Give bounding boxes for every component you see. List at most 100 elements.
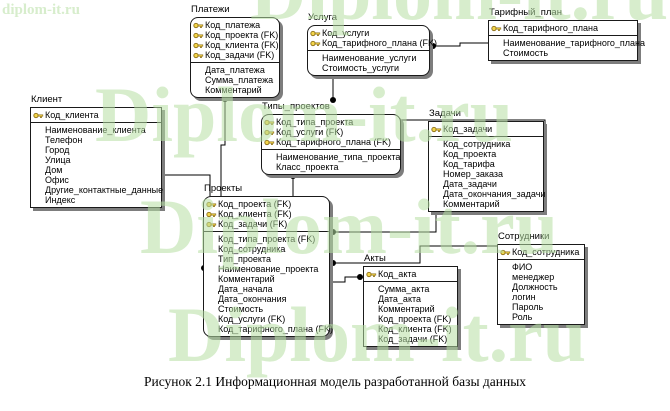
attribute-row: Код_проекта (FK) xyxy=(364,314,455,324)
attribute-name: Код_задачи (FK) xyxy=(218,219,288,229)
relationship-child-dot xyxy=(330,229,336,235)
relationship-child-dot xyxy=(430,43,436,49)
relationship-child-dot xyxy=(357,274,363,280)
entity-title-project-types: Типы_проектов xyxy=(262,101,330,112)
attribute-row: Сумма_платежа xyxy=(191,75,277,85)
attribute-row: Должность xyxy=(498,282,582,292)
attribute-row: Дата_окончания_задачи xyxy=(429,189,545,199)
key-attributes-section: Код_сотрудника xyxy=(498,245,584,260)
attribute-name: Телефон xyxy=(45,135,83,145)
key-icon xyxy=(193,32,204,38)
attribute-name: Другие_контактные_данные xyxy=(45,185,164,195)
attribute-row: Сумма_акта xyxy=(364,284,455,294)
attribute-name: Наименование_услуги xyxy=(322,53,417,63)
attribute-name: Код_клиента (FK) xyxy=(218,209,292,219)
attribute-name: Дата_начала xyxy=(218,284,273,294)
attribute-name: Код_клиента (FK) xyxy=(205,40,279,50)
attribute-row: Код_услуги xyxy=(308,28,427,38)
attribute-name: Код_проекта (FK) xyxy=(378,314,452,324)
attribute-name: Дом xyxy=(45,165,63,175)
attribute-row: Комментарий xyxy=(204,274,327,284)
attribute-row: Код_услуги (FK) xyxy=(262,127,398,137)
attribute-row: Код_типа_проекта xyxy=(262,117,398,127)
attribute-name: Наименование_тарифного_плана xyxy=(503,38,646,48)
key-icon xyxy=(310,30,321,36)
attribute-name: Код_услуги (FK) xyxy=(276,127,344,137)
attribute-row: Индекс xyxy=(31,195,159,205)
attribute-row: Другие_контактные_данные xyxy=(31,185,163,195)
key-attributes-section: Код_задачи xyxy=(429,122,543,137)
attribute-row: Код_задачи (FK) xyxy=(204,219,327,229)
attribute-name: Офис xyxy=(45,175,69,185)
key-icon xyxy=(264,129,275,135)
attribute-row: Дом xyxy=(31,165,159,175)
attribute-row: Код_сотрудника xyxy=(498,247,582,257)
key-attributes-section: Код_клиента xyxy=(31,108,161,123)
attribute-row: Код_акта xyxy=(364,269,455,279)
attribute-name: Код_тарифного_плана (FK) xyxy=(218,324,333,334)
attribute-row: Код_тарифного_плана xyxy=(489,23,635,33)
attribute-name: Комментарий xyxy=(443,199,500,209)
attribute-row: Код_задачи xyxy=(429,124,541,134)
attribute-row: Наименование_услуги xyxy=(308,53,427,63)
attribute-row: Код_клиента (FK) xyxy=(364,324,455,334)
attribute-row: Комментарий xyxy=(191,85,277,95)
attribute-name: Стоимость xyxy=(218,304,264,314)
attribute-name: Улица xyxy=(45,155,71,165)
attribute-row: Наименование_проекта xyxy=(204,264,327,274)
key-icon xyxy=(193,42,204,48)
attribute-row: Стоимость xyxy=(204,304,327,314)
attribute-row: Стоимость xyxy=(489,48,635,58)
attribute-row: Код_услуги (FK) xyxy=(204,314,327,324)
attribute-row: Дата_окончания xyxy=(204,294,327,304)
attribute-name: Тип_проекта xyxy=(218,254,271,264)
attribute-row: Наименование_клиента xyxy=(31,125,159,135)
attribute-name: ФИО xyxy=(512,262,533,272)
attribute-name: Комментарий xyxy=(218,274,275,284)
key-icon xyxy=(206,211,217,217)
attribute-name: Дата_окончания xyxy=(218,294,287,304)
attribute-row: Комментарий xyxy=(364,304,455,314)
key-icon xyxy=(193,22,204,28)
relationship-line xyxy=(330,276,361,283)
attribute-name: Дата_окончания_задачи xyxy=(443,189,546,199)
key-icon xyxy=(431,126,442,132)
attribute-row: Наименование_тарифного_плана xyxy=(489,38,645,48)
attribute-name: Комментарий xyxy=(378,304,435,314)
attribute-name: Код_проекта xyxy=(443,149,497,159)
attribute-row: Код_тарифного_плана (FK) xyxy=(262,137,398,147)
key-icon xyxy=(33,112,44,118)
attribute-name: Дата_платежа xyxy=(205,65,265,75)
attribute-name: Код_проекта (FK) xyxy=(205,30,279,40)
attribute-row: Код_тарифа xyxy=(429,159,541,169)
attribute-name: Комментарий xyxy=(205,85,262,95)
attribute-row: Комментарий xyxy=(429,199,541,209)
attribute-name: Код_клиента xyxy=(45,110,99,120)
relationship-line xyxy=(330,245,497,264)
key-icon xyxy=(264,119,275,125)
attribute-row: Дата_акта xyxy=(364,294,455,304)
attribute-name: Код_задачи (FK) xyxy=(378,334,448,344)
attribute-name: Роль xyxy=(512,312,533,322)
relationship-line xyxy=(401,119,546,128)
attribute-row: Тип_проекта xyxy=(204,254,327,264)
